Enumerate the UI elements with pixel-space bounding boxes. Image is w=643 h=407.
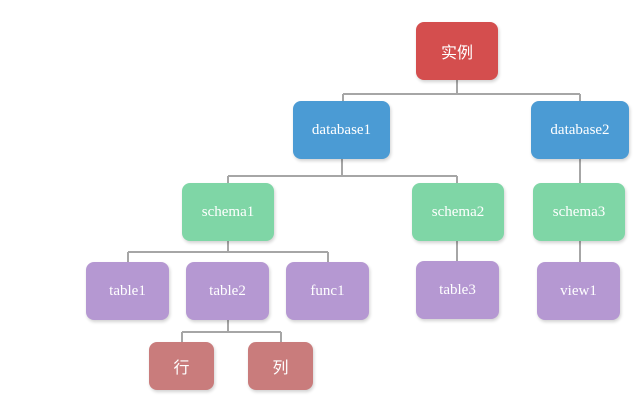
node-database2: database2 — [531, 101, 629, 159]
connector-database1-schemas — [227, 158, 458, 184]
node-database1: database1 — [293, 101, 390, 159]
node-column: 列 — [248, 342, 313, 390]
node-schema3: schema3 — [533, 183, 625, 241]
node-row: 行 — [149, 342, 214, 390]
node-table2: table2 — [186, 262, 269, 320]
node-schema1: schema1 — [182, 183, 274, 241]
node-func1: func1 — [286, 262, 369, 320]
node-schema2: schema2 — [412, 183, 504, 241]
connector-schema1-objects — [127, 240, 329, 263]
node-table3: table3 — [416, 261, 499, 319]
node-table1: table1 — [86, 262, 169, 320]
node-instance: 实例 — [416, 22, 498, 80]
connector-instance-databases — [342, 80, 581, 102]
connector-table2-fields — [181, 319, 282, 343]
node-view1: view1 — [537, 262, 620, 320]
